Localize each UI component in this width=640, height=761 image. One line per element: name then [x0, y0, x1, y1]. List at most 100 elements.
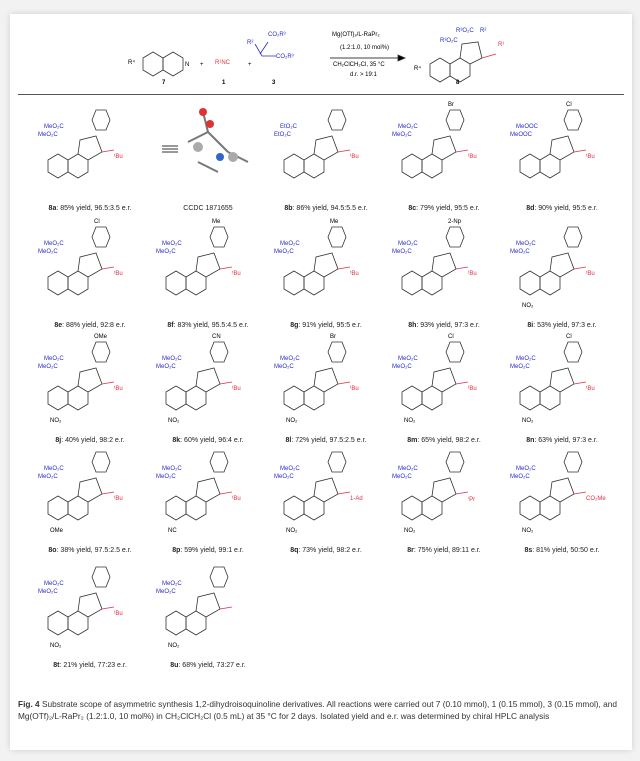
structure-drawing: [47, 451, 115, 521]
compound-id: 8c: [408, 205, 417, 212]
figure-card: R⁴ N 7 + R¹NC 1 + CO₂R³ CO₂R³ R² 3 Mg(OT…: [10, 14, 632, 750]
ester-group: MeO₂C: [398, 466, 418, 472]
structure-drawing: [165, 566, 233, 636]
ester-group-2: MeO₂C: [392, 364, 412, 370]
compound-id: 8t: [53, 662, 60, 669]
yield-er: : 81% yield, 50:50 e.r.: [532, 547, 600, 554]
yield-er: : 90% yield, 95:5 e.r.: [534, 205, 598, 212]
compound-label: 8j: 40% yield, 98:2 e.r.: [30, 437, 150, 444]
yield-er: : 73% yield, 98:2 e.r.: [298, 547, 362, 554]
ester-group-2: MeO₂C: [156, 589, 176, 595]
structure-drawing: [165, 341, 233, 411]
compound-id: 8o: [48, 547, 57, 554]
p-r2: R²: [480, 28, 487, 34]
compound-id: 8d: [526, 205, 535, 212]
aryl-substituent: Cl: [566, 102, 572, 108]
ester-bottom: CO₂R³: [276, 54, 294, 60]
ester-group-2: MeO₂C: [274, 364, 294, 370]
ester-group: MeO₂C: [398, 356, 418, 362]
compound-label: 8s: 81% yield, 50:50 e.r.: [502, 547, 622, 554]
ring-substituent: OMe: [50, 528, 64, 534]
yield-er: : 72% yield, 97.5:2.5 e.r.: [291, 437, 367, 444]
ester-group: MeO₂C: [44, 581, 64, 587]
ester-group: MeO₂C: [162, 241, 182, 247]
structure-drawing: [519, 451, 587, 521]
compound-id: 8b: [284, 205, 293, 212]
ester-group-2: MeO₂C: [156, 474, 176, 480]
yield-er: : 65% yield, 98:2 e.r.: [417, 437, 481, 444]
ester-group-2: MeO₂C: [38, 364, 58, 370]
aryl-substituent: Cl: [94, 219, 100, 225]
ester-group-2: MeO₂C: [510, 364, 530, 370]
yield-er: : 88% yield, 92:8 e.r.: [62, 322, 126, 329]
ester-group-2: EtO₂C: [274, 132, 291, 138]
yield-er: : 21% yield, 77:23 e.r.: [59, 662, 127, 669]
structure-drawing: [283, 341, 351, 411]
n-substituent: ᵗBu: [468, 271, 477, 277]
compound-id: 8q: [290, 547, 299, 554]
ester-group: MeO₂C: [280, 356, 300, 362]
ester-group-2: MeO₂C: [510, 249, 530, 255]
ester-group: MeO₂C: [516, 356, 536, 362]
compound-label: 8i: 53% yield, 97:3 e.r.: [502, 322, 622, 329]
compound-id: 8a: [48, 205, 57, 212]
ring-substituent: NC: [168, 528, 177, 534]
ester-group: MeO₂C: [44, 466, 64, 472]
ester-group-2: MeO₂C: [38, 249, 58, 255]
n-substituent: ᵗBu: [586, 271, 595, 277]
compound-id: 8e: [54, 322, 63, 329]
isocyanide: R¹NC: [215, 60, 230, 66]
compound-id: 8r: [407, 547, 414, 554]
ester-group-2: MeO₂C: [38, 132, 58, 138]
structure-drawing: [165, 226, 233, 296]
compound-id: 8j: [55, 437, 62, 444]
ester-group-2: MeO₂C: [274, 474, 294, 480]
compound-label: 8u: 68% yield, 73:27 e.r.: [148, 662, 268, 669]
ccdc-label: CCDC 1871655: [183, 205, 233, 212]
p-r4: R⁴: [414, 66, 421, 72]
crystal-structure: CCDC 1871655: [148, 102, 268, 212]
aryl-substituent: 2-Np: [448, 219, 462, 225]
ring-substituent: NO₂: [522, 303, 534, 309]
structure-drawing: [519, 109, 587, 179]
aryl-substituent: Br: [330, 334, 336, 340]
n-substituent: ᵗBu: [468, 154, 477, 160]
fig-number: Fig. 4: [18, 699, 40, 709]
structure-drawing: [283, 226, 351, 296]
ester-group-2: MeO₂C: [392, 474, 412, 480]
ester-group: EtO₂C: [280, 124, 297, 130]
reaction-scheme: R⁴ N 7 + R¹NC 1 + CO₂R³ CO₂R³ R² 3 Mg(OT…: [10, 14, 632, 94]
yield-er: : 63% yield, 97:3 e.r.: [534, 437, 598, 444]
compound-id: 8m: [407, 437, 418, 444]
ratio: (1.2:1.0, 10 mol%): [340, 45, 390, 51]
compound-label: 8q: 73% yield, 98:2 e.r.: [266, 547, 386, 554]
structure-drawing: [283, 109, 351, 179]
p-ester2: R³O₂C: [440, 38, 458, 44]
ester-group-2: MeO₂C: [510, 474, 530, 480]
aryl-substituent: OMe: [94, 334, 108, 340]
compound-label: 8n: 63% yield, 97:3 e.r.: [502, 437, 622, 444]
aryl-substituent: CN: [212, 334, 221, 340]
yield-er: : 86% yield, 94.5:5.5 e.r.: [292, 205, 368, 212]
n-substituent: CO₂Me: [586, 496, 606, 502]
compound-label: 8m: 65% yield, 98:2 e.r.: [384, 437, 504, 444]
ester-group-2: MeO₂C: [274, 249, 294, 255]
ring-substituent: NO₂: [286, 418, 298, 424]
compound-label: 8l: 72% yield, 97.5:2.5 e.r.: [266, 437, 386, 444]
ester-group: MeO₂C: [162, 466, 182, 472]
figure-caption: Fig. 4 Substrate scope of asymmetric syn…: [18, 698, 624, 722]
compound-label: 8g: 91% yield, 95:5 e.r.: [266, 322, 386, 329]
ester-group: MeO₂C: [280, 241, 300, 247]
compound-id: 8i: [527, 322, 534, 329]
compound-label: 8c: 79% yield, 95:5 e.r.: [384, 205, 504, 212]
